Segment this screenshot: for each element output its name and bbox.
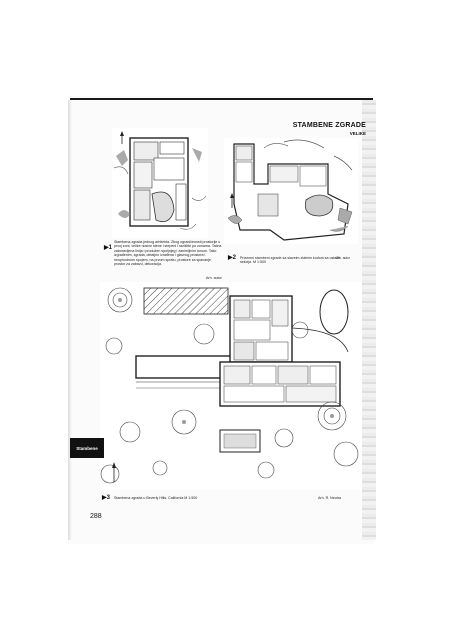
figure-1-number: 1 — [108, 245, 112, 251]
figure-1-marker: ▶1 — [104, 245, 112, 251]
figure-2-marker: ▶2 — [228, 255, 236, 261]
header-rule — [70, 98, 373, 100]
figure-2-credit: Arh. autor — [336, 256, 350, 260]
floor-plan-2 — [224, 138, 358, 244]
figure-2-caption: Prizemni stambeni zgrade sa slaveim zlat… — [240, 256, 340, 265]
figure-3-number: 3 — [106, 495, 110, 501]
page-edge-texture — [362, 100, 376, 540]
floor-plan-3-drawing — [100, 287, 359, 484]
section-title: STAMBENE ZGRADE — [292, 122, 366, 129]
figure-3-credit: Arh. R. Neutra — [318, 496, 341, 500]
floor-plan-2-drawing — [227, 139, 353, 241]
page-number: 288 — [90, 513, 102, 520]
floor-plan-1 — [112, 128, 208, 238]
figure-3-caption: Stambena zgrada u Beverly Hills, Califor… — [114, 496, 198, 500]
floor-plan-3 — [100, 282, 362, 490]
figure-2-number: 2 — [232, 255, 236, 261]
floor-plan-1-drawing — [113, 131, 207, 230]
subsection-title: VELIKE — [349, 131, 366, 136]
figure-1-caption: Stambena zgrada jednog arhitekta. Zbog o… — [114, 240, 222, 267]
section-tab: Stambene — [70, 438, 104, 458]
page-gutter-shadow — [68, 100, 72, 540]
figure-1-credit: Arh. autor — [206, 276, 222, 280]
figure-3-marker: ▶3 — [102, 495, 110, 501]
